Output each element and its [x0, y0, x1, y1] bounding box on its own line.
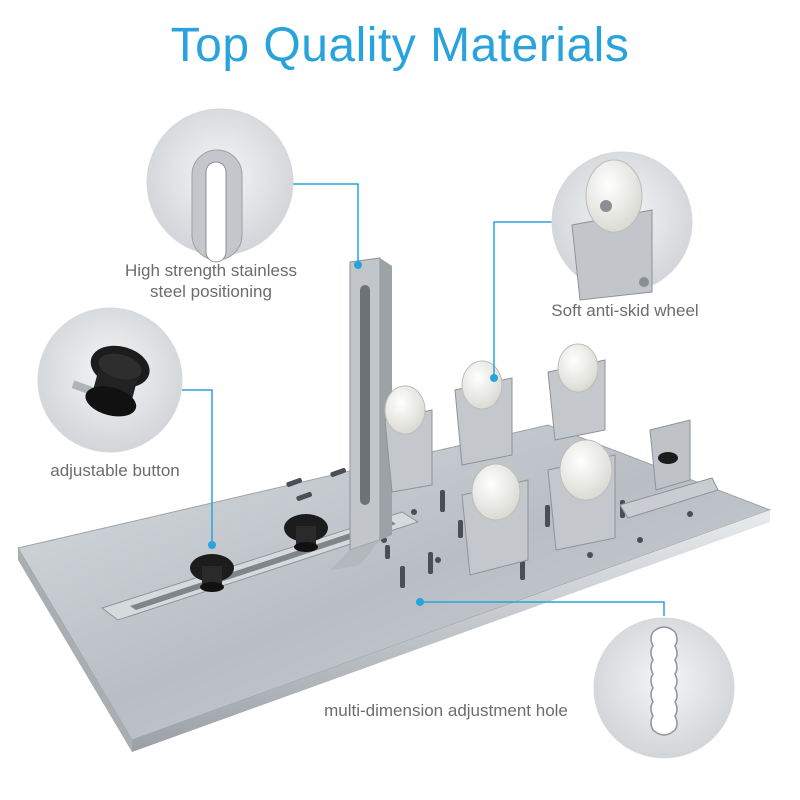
knob-detail-circle	[37, 307, 183, 453]
slot-detail-circle	[146, 108, 294, 263]
knob-label: adjustable button	[50, 461, 180, 480]
star-knob-icon	[190, 514, 328, 592]
slot-label-line2: steel positioning	[150, 282, 272, 301]
wheel-detail-circle	[551, 151, 693, 301]
page-title: Top Quality Materials	[170, 19, 630, 72]
callout-dots	[208, 261, 498, 606]
slotted-bracket	[330, 257, 392, 570]
caster-wheel-icon	[384, 343, 616, 576]
slot-label: High strength stainless steel positionin…	[96, 260, 326, 302]
callout-lines	[182, 183, 665, 616]
hole-label: multi-dimension adjustment hole	[324, 701, 568, 720]
wheel-label: Soft anti-skid wheel	[551, 301, 699, 320]
slot-label-line1: High strength stainless	[125, 261, 297, 280]
right-clamp	[619, 419, 719, 519]
hole-detail-circle	[593, 617, 735, 759]
